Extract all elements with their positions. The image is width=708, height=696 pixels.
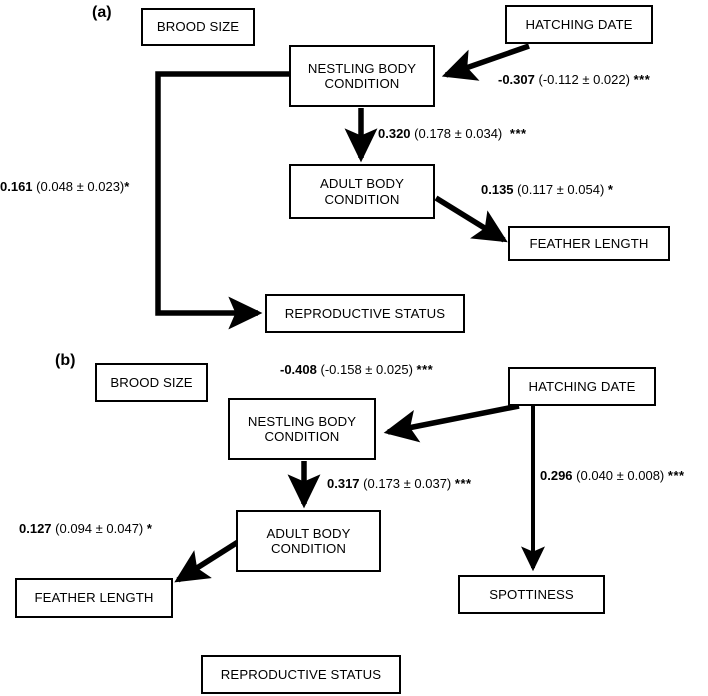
node-nestling-body-condition-b-label-line2: CONDITION	[264, 429, 340, 444]
node-reproductive-status-a-label: REPRODUCTIVE STATUS	[284, 305, 446, 321]
node-hatching-date-a-label: HATCHING DATE	[525, 16, 633, 32]
edge-sig-nestling-adult-b: ***	[454, 476, 472, 491]
node-nestling-body-condition-a[interactable]: NESTLING BODY CONDITION	[289, 45, 435, 107]
edge-sig-nestling-adult-a: ***	[509, 126, 527, 141]
node-adult-body-condition-b-label-line1: ADULT BODY	[266, 525, 351, 541]
edge-sig-adult-feather-a: *	[607, 182, 614, 197]
edge-coef-adult-feather-a: 0.135	[481, 182, 514, 197]
edge-coef-adult-feather-b: 0.127	[19, 521, 52, 536]
node-reproductive-status-b-label: REPRODUCTIVE STATUS	[220, 666, 382, 682]
node-adult-body-condition-a-label-line1: ADULT BODY	[319, 176, 405, 192]
edge-label-nestling-to-adult-a: 0.320 (0.178 ± 0.034) ***	[378, 126, 527, 141]
edge-est-hatching-nestling-a: (-0.112 ± 0.022)	[538, 72, 630, 87]
edge-label-nestling-to-adult-b: 0.317 (0.173 ± 0.037) ***	[327, 476, 472, 491]
node-brood-size-b-label: BROOD SIZE	[110, 374, 193, 390]
arrow-hatching-date-to-nestling-body-condition-a	[441, 43, 530, 81]
edge-est-nestling-adult-b: (0.173 ± 0.037)	[363, 476, 452, 491]
node-feather-length-a-label: FEATHER LENGTH	[529, 235, 649, 251]
edge-coef-nestling-adult-b: 0.317	[327, 476, 360, 491]
node-spottiness-b[interactable]: SPOTTINESS	[458, 575, 605, 614]
node-hatching-date-b[interactable]: HATCHING DATE	[508, 367, 656, 406]
node-spottiness-b-label: SPOTTINESS	[489, 586, 574, 602]
edge-sig-hatching-nestling-a: ***	[633, 72, 651, 87]
node-adult-body-condition-a[interactable]: ADULT BODY CONDITION	[289, 164, 435, 219]
edge-label-hatching-date-to-spottiness-b: 0.296 (0.040 ± 0.008) ***	[540, 468, 685, 483]
node-brood-size-a[interactable]: BROOD SIZE	[141, 8, 255, 46]
node-feather-length-b[interactable]: FEATHER LENGTH	[15, 578, 173, 618]
edge-label-adult-to-feather-b: 0.127 (0.094 ± 0.047) *	[19, 521, 152, 536]
node-brood-size-b[interactable]: BROOD SIZE	[95, 363, 208, 402]
edge-coef-hatching-nestling-a: -0.307	[498, 72, 535, 87]
node-brood-size-a-label: BROOD SIZE	[156, 19, 240, 35]
node-hatching-date-b-label: HATCHING DATE	[528, 378, 636, 394]
edge-sig-adult-feather-b: *	[146, 521, 153, 536]
edge-est-nestling-adult-a: (0.178 ± 0.034)	[414, 126, 503, 141]
edge-label-adult-to-feather-a: 0.135 (0.117 ± 0.054) *	[481, 182, 613, 197]
panel-label-a: (a)	[92, 4, 112, 21]
arrow-adult-body-condition-to-feather-length-a	[434, 195, 508, 243]
node-hatching-date-a[interactable]: HATCHING DATE	[505, 5, 653, 44]
node-reproductive-status-a[interactable]: REPRODUCTIVE STATUS	[265, 294, 465, 333]
edge-est-adult-feather-b: (0.094 ± 0.047)	[55, 521, 144, 536]
edge-label-nestling-to-reproductive-a: 0.161 (0.048 ± 0.023)*	[0, 179, 130, 194]
edge-est-adult-feather-a: (0.117 ± 0.054)	[517, 182, 605, 197]
node-feather-length-a[interactable]: FEATHER LENGTH	[508, 226, 670, 261]
node-reproductive-status-b[interactable]: REPRODUCTIVE STATUS	[201, 655, 401, 694]
arrow-hatching-date-to-nestling-body-condition-b	[383, 403, 520, 443]
edge-coef-hatching-spottiness-b: 0.296	[540, 468, 573, 483]
edge-est-hatching-nestling-b: (-0.158 ± 0.025)	[320, 362, 413, 377]
arrow-nestling-to-reproductive-status-a	[155, 71, 289, 330]
node-nestling-body-condition-b-label-line1: NESTLING BODY	[247, 413, 357, 429]
edge-est-nestling-repro-a: (0.048 ± 0.023)	[36, 179, 125, 194]
node-adult-body-condition-a-label-line2: CONDITION	[324, 191, 400, 207]
edge-label-hatching-date-to-nestling-a: -0.307 (-0.112 ± 0.022) ***	[498, 72, 650, 87]
node-nestling-body-condition-a-label-line2: CONDITION	[324, 76, 400, 91]
node-adult-body-condition-b[interactable]: ADULT BODY CONDITION	[236, 510, 381, 572]
edge-sig-nestling-repro-a: *	[124, 179, 130, 194]
edge-label-hatching-date-to-nestling-b: -0.408 (-0.158 ± 0.025) ***	[280, 362, 433, 377]
edge-est-hatching-spottiness-b: (0.040 ± 0.008)	[576, 468, 665, 483]
node-feather-length-b-label: FEATHER LENGTH	[34, 590, 154, 606]
arrow-adult-body-condition-to-feather-length-b	[174, 539, 240, 583]
edge-coef-nestling-repro-a: 0.161	[0, 179, 33, 194]
edge-coef-nestling-adult-a: 0.320	[378, 126, 411, 141]
edge-coef-hatching-nestling-b: -0.408	[280, 362, 317, 377]
node-nestling-body-condition-a-label-line1: NESTLING BODY	[307, 60, 417, 76]
node-adult-body-condition-b-label-line2: CONDITION	[271, 541, 346, 556]
edge-sig-hatching-spottiness-b: ***	[667, 468, 685, 483]
edge-sig-hatching-nestling-b: ***	[416, 362, 434, 377]
node-nestling-body-condition-b[interactable]: NESTLING BODY CONDITION	[228, 398, 376, 460]
panel-label-b: (b)	[55, 352, 76, 369]
